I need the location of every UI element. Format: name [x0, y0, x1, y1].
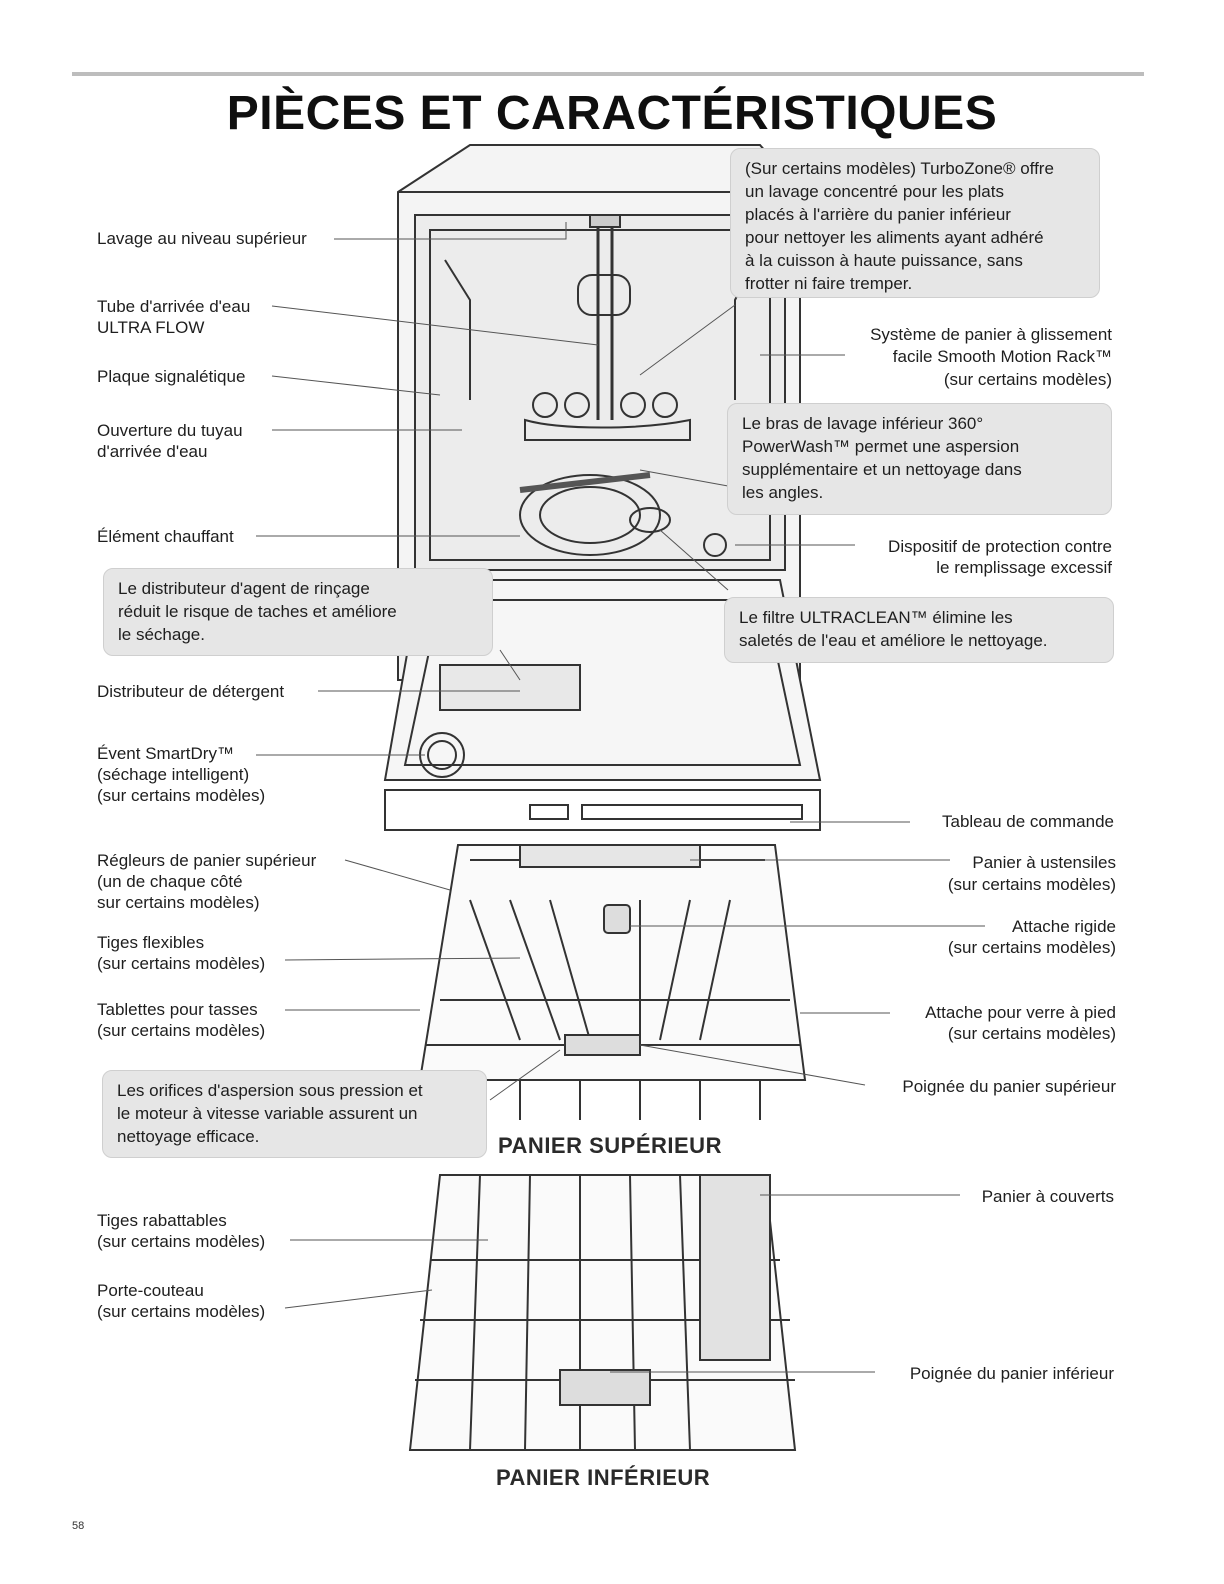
callout-filtre-line: saletés de l'eau et améliore le nettoyag… — [739, 631, 1048, 650]
label-tube-line2: ULTRA FLOW — [97, 318, 205, 337]
label-ouverture-line1: Ouverture du tuyau — [97, 421, 243, 440]
callout-turbozone-line: placés à l'arrière du panier inférieur — [745, 205, 1011, 224]
label-verre-line1: Attache pour verre à pied — [925, 1003, 1116, 1022]
label-event-line1: Évent SmartDry™ — [97, 744, 234, 763]
label-systeme-line2: facile Smooth Motion Rack™ — [892, 347, 1112, 366]
label-tiges-rab-line2: (sur certains modèles) — [97, 1232, 266, 1251]
label-lavage-superieur: Lavage au niveau supérieur — [97, 229, 307, 248]
callout-orifices-line: nettoyage efficace. — [117, 1127, 260, 1146]
label-tablettes-line2: (sur certains modèles) — [97, 1021, 266, 1040]
label-couverts: Panier à couverts — [981, 1187, 1114, 1206]
callout-turbozone-line: pour nettoyer les aliments ayant adhéré — [745, 228, 1044, 247]
label-tube-line1: Tube d'arrivée d'eau — [97, 297, 251, 316]
callout-rincage-line: réduit le risque de taches et améliore — [118, 602, 397, 621]
label-plaque: Plaque signalétique — [97, 367, 246, 386]
callout-rincage: Le distributeur d'agent de rinçage rédui… — [103, 568, 493, 656]
callout-orifices: Les orifices d'aspersion sous pression e… — [102, 1070, 487, 1158]
callout-turbozone-line: frotter ni faire tremper. — [745, 274, 913, 293]
label-poignee-sup: Poignée du panier supérieur — [902, 1077, 1116, 1096]
rack-title-inferieur: PANIER INFÉRIEUR — [496, 1465, 711, 1490]
label-tiges-flex-line2: (sur certains modèles) — [97, 954, 266, 973]
label-regleurs-line1: Régleurs de panier supérieur — [97, 851, 317, 870]
label-porte-line2: (sur certains modèles) — [97, 1302, 266, 1321]
header-rule — [72, 72, 1144, 76]
label-regleurs-line2: (un de chaque côté — [97, 872, 243, 891]
label-ustensiles-line2: (sur certains modèles) — [947, 875, 1116, 894]
callout-turbozone-line: un lavage concentré pour les plats — [745, 182, 1004, 201]
label-regleurs-line3: sur certains modèles) — [97, 893, 260, 912]
label-attache-line2: (sur certains modèles) — [947, 938, 1116, 957]
callout-bras-line: PowerWash™ permet une aspersion — [742, 437, 1020, 456]
callout-bras-line: supplémentaire et un nettoyage dans — [742, 460, 1022, 479]
label-systeme-line3: (sur certains modèles) — [943, 370, 1112, 389]
label-porte-line1: Porte-couteau — [97, 1281, 204, 1300]
label-dispositif-line2: le remplissage excessif — [936, 558, 1112, 577]
label-event-line3: (sur certains modèles) — [97, 786, 266, 805]
callout-filtre-line: Le filtre ULTRACLEAN™ élimine les — [739, 608, 1013, 627]
callout-bras-line: les angles. — [742, 483, 824, 502]
page-title: PIÈCES ET CARACTÉRISTIQUES — [226, 87, 998, 140]
label-ustensiles-line1: Panier à ustensiles — [972, 853, 1116, 872]
label-tiges-flex-line1: Tiges flexibles — [97, 933, 205, 952]
callout-turbozone: (Sur certains modèles) TurboZone® offre … — [730, 148, 1100, 298]
label-ouverture-line2: d'arrivée d'eau — [97, 442, 208, 461]
callout-turbozone-line: à la cuisson à haute puissance, sans — [745, 251, 1023, 270]
label-event-line2: (séchage intelligent) — [97, 765, 250, 784]
callout-bras-line: Le bras de lavage inférieur 360° — [742, 414, 984, 433]
rack-title-superieur: PANIER SUPÉRIEUR — [498, 1133, 722, 1158]
callout-turbozone-line: (Sur certains modèles) TurboZone® offre — [745, 159, 1054, 178]
label-tiges-rab-line1: Tiges rabattables — [97, 1211, 227, 1230]
label-poignee-inf: Poignée du panier inférieur — [909, 1364, 1114, 1383]
callout-orifices-line: le moteur à vitesse variable assurent un — [117, 1104, 418, 1123]
label-tablettes-line1: Tablettes pour tasses — [97, 1000, 258, 1019]
label-attache-line1: Attache rigide — [1012, 917, 1116, 936]
label-element: Élément chauffant — [97, 527, 234, 546]
label-systeme-line1: Système de panier à glissement — [870, 325, 1112, 344]
label-tableau: Tableau de commande — [941, 812, 1114, 831]
callout-rincage-line: Le distributeur d'agent de rinçage — [118, 579, 370, 598]
callout-bras-lavage: Le bras de lavage inférieur 360° PowerWa… — [727, 403, 1112, 515]
callout-filtre: Le filtre ULTRACLEAN™ élimine les saleté… — [724, 597, 1114, 663]
callout-rincage-line: le séchage. — [118, 625, 205, 644]
page-number: 58 — [72, 1520, 85, 1532]
label-distributeur-det: Distributeur de détergent — [97, 682, 285, 701]
label-verre-line2: (sur certains modèles) — [947, 1024, 1116, 1043]
callout-orifices-line: Les orifices d'aspersion sous pression e… — [117, 1081, 423, 1100]
label-dispositif-line1: Dispositif de protection contre — [888, 537, 1112, 556]
